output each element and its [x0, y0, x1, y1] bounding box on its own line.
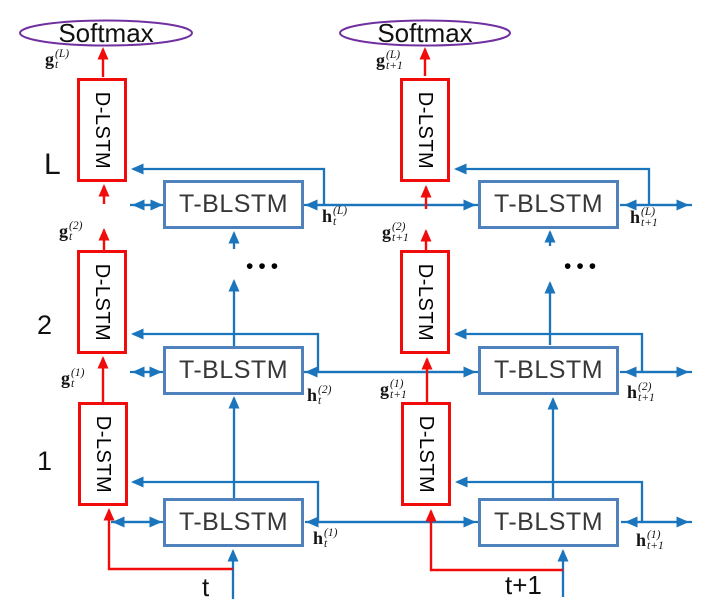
blue-wires — [111, 163, 692, 599]
label-h-t1-2: h(2)t+1 — [627, 381, 655, 404]
tblstm-box-layer2-t: T-BLSTM — [163, 346, 304, 395]
dlstm-label: D-LSTM — [415, 415, 438, 493]
dfeed-1-t — [131, 476, 320, 522]
dlstm-label: D-LSTM — [92, 415, 115, 493]
softmax-ellipse-t — [19, 19, 193, 47]
time-label-t: t — [202, 572, 210, 602]
dlstm-box-layer1-t: D-LSTM — [78, 402, 128, 506]
dlstm-box-layerL-t1: D-LSTM — [400, 78, 450, 182]
tblstm-box-layer1-t1: T-BLSTM — [478, 498, 619, 547]
dfeed-2-t — [131, 328, 320, 372]
layer-label-2: 2 — [37, 310, 53, 340]
label-h-t-2: h(2)t — [307, 384, 332, 407]
dfeed-L-t1 — [454, 163, 651, 205]
label-g-t1-2: g(2)t+1 — [382, 221, 409, 244]
softmax-ellipse-t1 — [339, 19, 511, 47]
layer-label-1: 1 — [37, 446, 53, 476]
softmax-label-t: Softmax — [58, 17, 154, 48]
dfeed-1-t1 — [455, 476, 644, 522]
label-h-t1-1: h(1)t+1 — [636, 529, 664, 552]
dlstm-box-layerL-t: D-LSTM — [77, 78, 127, 182]
label-h-t-1: h(1)t — [313, 527, 338, 550]
label-g-t1-L: g(L)t+1 — [376, 49, 403, 72]
layers-ellipsis-t: ••• — [246, 255, 284, 278]
label-g-t-L: g(L)t — [45, 48, 70, 71]
tblstm-box-layer2-t1: T-BLSTM — [478, 346, 619, 395]
dlstm-label: D-LSTM — [91, 91, 114, 169]
tblstm-box-layer1-t: T-BLSTM — [163, 498, 304, 547]
time-label-t1: t+1 — [505, 570, 542, 600]
dlstm-box-layer2-t: D-LSTM — [77, 250, 127, 354]
label-g-t1-1: g(1)t+1 — [380, 378, 407, 401]
dlstm-label: D-LSTM — [414, 263, 437, 341]
dlstm-box-layer1-t1: D-LSTM — [401, 402, 451, 506]
red-input-t1 — [425, 509, 563, 572]
red-input-t — [103, 508, 233, 571]
label-g-t-2: g(2)t — [59, 220, 83, 243]
label-g-t-1: g(1)t — [61, 367, 85, 390]
dfeed-2-t1 — [454, 328, 644, 372]
dlstm-box-layer2-t1: D-LSTM — [400, 250, 450, 354]
label-h-t-L: h(L)t — [322, 205, 348, 228]
layer-label-L: L — [44, 148, 61, 181]
layers-ellipsis-t1: ••• — [564, 255, 602, 278]
dfeed-L-t — [131, 163, 326, 205]
softmax-label-t1: Softmax — [377, 17, 473, 48]
label-h-t1-L: h(L)t+1 — [630, 206, 658, 229]
dlstm-label: D-LSTM — [414, 91, 437, 169]
tblstm-box-layerL-t1: T-BLSTM — [478, 180, 619, 229]
tblstm-box-layerL-t: T-BLSTM — [163, 180, 304, 229]
dlstm-label: D-LSTM — [91, 263, 114, 341]
red-wires — [97, 47, 563, 572]
